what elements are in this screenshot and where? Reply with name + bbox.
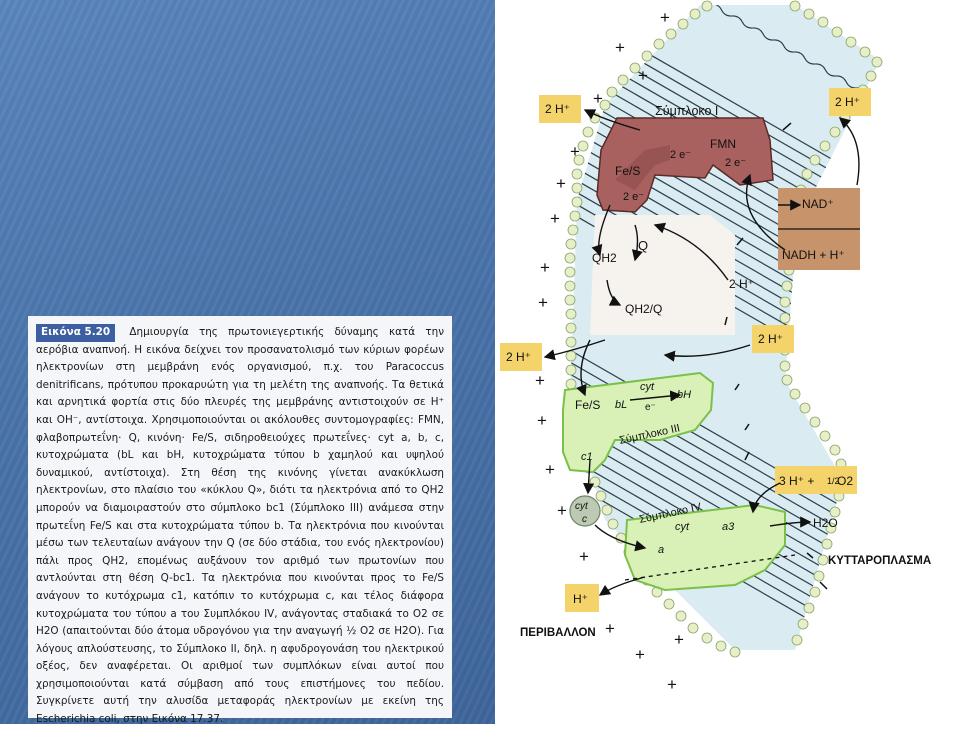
h-plus-label-top-right — [829, 88, 871, 116]
q-label: Q — [638, 238, 648, 253]
three-h-plus-label — [775, 466, 857, 494]
arrow-h-to-env — [598, 576, 646, 596]
h-plus-text-mid-left: 2 H⁺ — [506, 350, 531, 364]
caption-text: Δημιουργία της πρωτονιεγερτικής δύναμης … — [36, 326, 444, 726]
svg-text:+: + — [550, 209, 560, 228]
svg-text:+: + — [660, 8, 670, 27]
two-e-label-2: 2 e⁻ — [725, 157, 746, 169]
svg-text:+: + — [615, 38, 625, 57]
bh-label: bH — [677, 389, 691, 401]
svg-text:+: + — [537, 411, 547, 430]
svg-text:+: + — [674, 630, 684, 649]
arrow-c1-to-cytc — [583, 459, 595, 495]
half-fraction: 1/2 — [827, 476, 840, 486]
svg-text:+: + — [556, 174, 566, 193]
environment-label: ΠΕΡΙΒΑΛΛΟΝ — [520, 627, 596, 639]
nad-plus-label: NAD⁺ — [802, 197, 834, 211]
a-label: a — [658, 544, 664, 556]
fes-label-2: Fe/S — [575, 398, 600, 412]
arrow-pool-to-fes — [576, 339, 591, 397]
e-minus-label: e⁻ — [645, 402, 656, 413]
svg-text:+: + — [545, 460, 555, 479]
bl-label: bL — [615, 399, 627, 411]
svg-text:+: + — [667, 675, 677, 694]
cyt-label-1: cyt — [640, 381, 655, 393]
three-h-plus-text: 3 H⁺ + — [779, 474, 814, 488]
h-plus-text-mid-right: 2 H⁺ — [758, 332, 783, 346]
h2o-label: H2O — [813, 516, 838, 530]
arrow-nadh-to-nad — [741, 173, 786, 251]
arrow-2h-right-to-pool — [663, 344, 751, 362]
svg-text:+: + — [635, 645, 645, 664]
fmn-label: FMN — [710, 137, 736, 151]
qh2-label: QH2 — [592, 251, 617, 265]
plus-signs: +++ +++ +++ +++ +++ +++ — [535, 8, 684, 694]
svg-text:+: + — [593, 89, 603, 108]
cyt-label-3: cyt — [675, 521, 690, 533]
complex-1-label: Σύμπλοκο I — [655, 104, 718, 118]
c1-label: c1 — [581, 451, 593, 463]
complex-4 — [623, 503, 786, 592]
svg-text:+: + — [605, 619, 615, 638]
arrow-qh2-to-pool — [606, 279, 622, 306]
a3-label: a3 — [722, 521, 735, 533]
electron-transport-diagram: +++ +++ +++ +++ +++ +++ Σύμπλοκο I FMN 2… — [500, 0, 931, 694]
arrow-2h-into-c1 — [838, 117, 860, 186]
svg-text:+: + — [638, 66, 648, 85]
o2-label: O2 — [837, 474, 853, 488]
svg-text:+: + — [570, 142, 580, 161]
svg-text:+: + — [540, 258, 550, 277]
arrow-a3-to-h2o — [769, 516, 812, 528]
arrow-q-loop — [631, 224, 643, 262]
cytoplasm-label: ΚΥΤΤΑΡΟΠΛΑΣΜΑ — [828, 555, 931, 567]
two-h-label-mid: 2 H⁺ — [729, 277, 754, 291]
arrow-fes-to-q — [591, 204, 611, 257]
c-label: c — [582, 514, 587, 525]
figure-caption: Εικόνα 5.20 Δημιουργία της πρωτονιεγερτι… — [28, 316, 452, 725]
complex-1 — [596, 117, 774, 213]
arrow-2h-to-q — [653, 222, 729, 281]
h-plus-label-mid-right — [752, 325, 794, 353]
h-plus-label-bottom — [565, 584, 599, 612]
svg-text:+: + — [579, 547, 589, 566]
arrow-pool-to-2h — [543, 339, 606, 361]
svg-text:+: + — [535, 371, 545, 390]
arrow-bl-to-bh — [629, 390, 682, 402]
h-plus-label-mid-left — [500, 343, 542, 371]
svg-text:+: + — [557, 501, 567, 520]
arrow-cytc-to-a — [594, 524, 647, 552]
qh2-q-label: QH2/Q — [625, 302, 662, 316]
h-plus-text-top-right: 2 H⁺ — [835, 95, 860, 109]
two-e-label-1: 2 e⁻ — [670, 149, 691, 161]
h-plus-label-top-left — [539, 95, 581, 123]
h-plus-text-top-left: 2 H⁺ — [545, 102, 570, 116]
quinone-pool — [590, 215, 735, 335]
arrow-3h-to-a3 — [748, 482, 781, 514]
h-plus-text-bottom: H⁺ — [573, 592, 588, 606]
arrow-c1-to-2h — [583, 109, 641, 131]
two-e-label-3: 2 e⁻ — [623, 191, 644, 203]
fes-label-1: Fe/S — [615, 164, 640, 178]
nadh-label: NADH + H⁺ — [782, 248, 845, 262]
minus-signs — [724, 122, 828, 590]
svg-text:+: + — [538, 293, 548, 312]
cyt-label-2: cyt — [575, 501, 589, 512]
caption-label: Εικόνα 5.20 — [36, 324, 116, 342]
cyt-c-protein — [569, 495, 601, 527]
